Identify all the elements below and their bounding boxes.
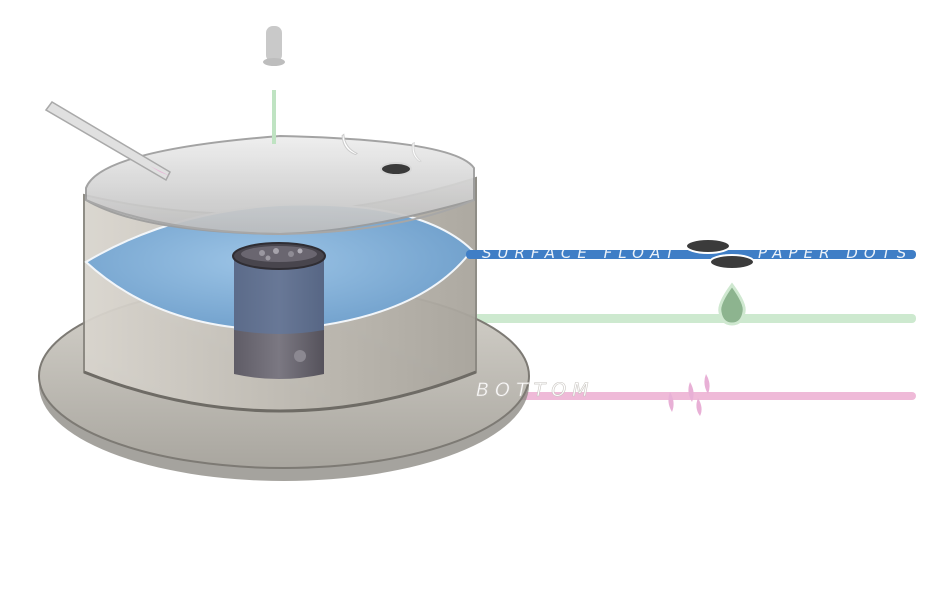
container-lid <box>85 134 475 236</box>
surface-label: SURFACE FLOAT <box>482 244 680 262</box>
dropper-icon <box>263 26 285 144</box>
sediment-icon <box>668 374 710 416</box>
droplet-icon <box>718 282 746 326</box>
surface-line <box>466 250 916 259</box>
container-bottom-rim <box>83 370 477 413</box>
pipette-icon <box>44 101 171 182</box>
bottom-label: BOTTOM <box>476 379 595 401</box>
bottom-line <box>438 392 916 400</box>
lid-hole <box>380 162 412 176</box>
central-cup <box>232 242 326 379</box>
paper-dot-icon <box>685 238 755 270</box>
middle-line <box>462 314 916 323</box>
paper-dots-label: PAPER DOTS <box>758 244 912 262</box>
